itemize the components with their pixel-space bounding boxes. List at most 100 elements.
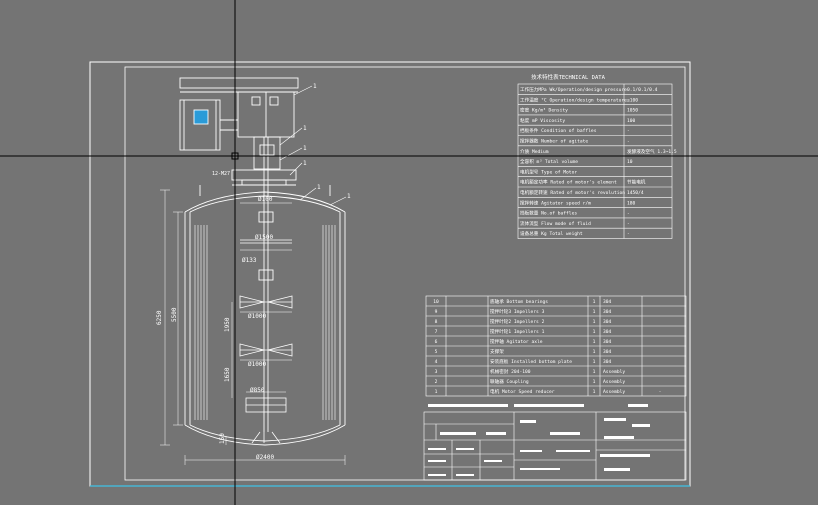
tech-row-value: 0.1/0.1/0.4: [627, 87, 658, 93]
leader-label-e: 1: [347, 193, 351, 200]
tech-row-label: 电机型号 Type of Motor: [520, 168, 577, 175]
tech-row-value: -: [627, 129, 630, 134]
parts-row-material: 304: [603, 299, 612, 305]
parts-row-name: 搅拌叶轮1 Impellers 1: [490, 328, 545, 335]
tech-row-value: -: [627, 140, 630, 145]
parts-row-name: 支撑架: [490, 348, 504, 355]
parts-row-qty: 1: [593, 319, 596, 325]
motor-terminal-icon: [193, 109, 209, 125]
bottom-bearing-legs: [251, 431, 281, 444]
parts-row-qty: 1: [593, 389, 596, 395]
drawing-inner-frame: [124, 66, 686, 481]
parts-row-no: 3: [435, 369, 438, 375]
tech-row-label: 粘度 mP Viscosity: [520, 117, 565, 124]
dim-gap-2: 1950: [224, 317, 231, 332]
parts-row-no: 6: [435, 339, 438, 345]
crosshair-pickbox-icon: [231, 152, 239, 160]
parts-row-qty: 1: [593, 379, 596, 385]
parts-row-qty: 1: [593, 299, 596, 305]
tech-row-value: 节能电机: [627, 179, 646, 186]
tech-row-value: -: [627, 232, 630, 237]
parts-row-name: 机械密封 204-100: [490, 368, 531, 375]
parts-row-no: 8: [435, 319, 438, 325]
tech-row-label: 挡板条件 Condition of baffles: [520, 127, 597, 134]
tech-row-label: 密度 Kg/m³ Density: [520, 107, 568, 114]
tech-table: 技术特性表TECHNICAL DATA 工作压力MPa Wk/Operation…: [517, 73, 677, 239]
tech-row-value: 发酵液及空气 1.3~1.5: [627, 148, 677, 155]
parts-row-material: Assembly: [603, 389, 625, 395]
parts-row-qty: 1: [593, 369, 596, 375]
parts-row-no: 7: [435, 329, 438, 335]
parts-row-material: 304: [603, 359, 612, 365]
parts-row-no: 2: [435, 379, 438, 385]
parts-row-name: 搅拌叶轮3 Impellers 3: [490, 308, 545, 315]
drive-top-plate: [179, 77, 299, 89]
leader-labels: 1 1 1 1 1 1 12-M27: [212, 83, 351, 200]
parts-row-qty: 1: [593, 339, 596, 345]
parts-row-qty: 1: [593, 329, 596, 335]
leader-label-b: 1: [303, 145, 307, 152]
tech-row-label: 挡板数量 No.of baffles: [520, 210, 577, 217]
dimension-labels: Ø100 Ø1500 Ø133 Ø1000 Ø1000 Ø850 Ø2400 6…: [156, 196, 274, 461]
tech-row-label: 设备总重 Kg Total weight: [520, 230, 583, 237]
tech-row-value: 100: [627, 118, 636, 124]
tech-row-label: 工作温度 °C Operation/design temperature: [520, 96, 627, 103]
vessel-bottom-head: [184, 424, 346, 446]
parts-row-name: 底轴承 Bottom bearings: [490, 298, 548, 305]
parts-row-material: 304: [603, 339, 612, 345]
tech-row-value: -: [627, 222, 630, 227]
parts-row-name: 搅拌轴 Agitator axle: [490, 338, 543, 345]
dim-bottom-height: 150: [219, 433, 226, 444]
tech-row-label: 搅拌转速 Agitator speed r/m: [520, 199, 591, 206]
tech-row-value: 10: [627, 159, 633, 165]
tech-table-title: 技术特性表TECHNICAL DATA: [531, 73, 606, 81]
leader-label-top: 1: [313, 83, 317, 90]
tech-row-label: 搅拌器数 Number of agitate: [520, 138, 588, 145]
parts-row-qty: 1: [593, 359, 596, 365]
leader-label-c: 1: [303, 160, 307, 167]
parts-row-no: 1: [435, 389, 438, 395]
leader-label-a: 1: [303, 125, 307, 132]
parts-row-material: 304: [603, 309, 612, 315]
dim-total-height: 6250: [156, 310, 163, 325]
tech-row-label: 电机额定功率 Rated of motor's element: [520, 179, 617, 186]
motor-body: [179, 99, 221, 151]
dim-inner-height: 5500: [171, 307, 178, 322]
parts-row-name: 电机 Motor Speed reducer: [490, 388, 555, 395]
leader-note: 12-M27: [212, 171, 230, 177]
tech-row-value: 1450/4: [627, 190, 644, 196]
leader-lines: [279, 85, 347, 206]
tech-row-value: 1050: [627, 108, 638, 114]
dim-shaft-top: Ø100: [258, 196, 273, 203]
tech-row-label: 介质 Medium: [520, 148, 549, 155]
dim-impeller-1: Ø1000: [248, 361, 266, 368]
tech-row-label: 全容积 m³ Total volume: [520, 158, 578, 165]
parts-row-no: 4: [435, 359, 438, 365]
parts-row-material: 304: [603, 329, 612, 335]
impeller-upper: [240, 239, 292, 244]
parts-row-no: 9: [435, 309, 438, 315]
tech-row-value: -: [627, 212, 630, 217]
parts-row-name: 搅拌叶轮2 Impellers 2: [490, 318, 545, 325]
impeller-middle: [239, 295, 293, 309]
dim-impeller-2: Ø1000: [248, 313, 266, 320]
parts-row-material: Assembly: [603, 379, 625, 385]
dim-top: Ø1500: [255, 234, 273, 241]
dim-base-width: Ø2400: [256, 454, 274, 461]
tech-row-label: 工作压力MPa Wk/Operation/design pressure: [520, 86, 627, 93]
tech-row-value: 180: [627, 200, 636, 206]
impeller-lower: [239, 343, 293, 357]
dim-bottom: Ø850: [250, 387, 265, 394]
jacket-hatching: [194, 225, 336, 420]
parts-row-material: Assembly: [603, 369, 625, 375]
vessel-drawing: [179, 77, 346, 446]
parts-row-no: 5: [435, 349, 438, 355]
dim-gap-1: 1650: [224, 367, 231, 382]
tech-row-value: ≤100: [627, 97, 638, 103]
parts-row-note: -: [659, 390, 662, 395]
parts-row-qty: 1: [593, 309, 596, 315]
impeller-bottom: [245, 397, 287, 413]
title-block: [423, 411, 687, 481]
